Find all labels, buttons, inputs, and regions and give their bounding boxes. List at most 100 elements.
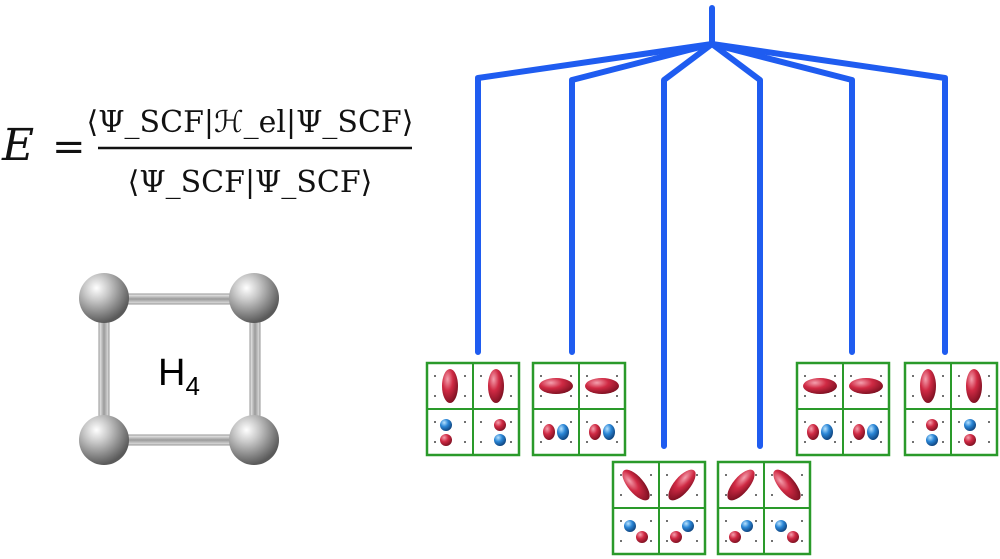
grid-point (725, 474, 727, 476)
grid-point (942, 421, 944, 423)
blue-lobe (964, 419, 976, 431)
equation-lhs: E (1, 120, 34, 171)
grid-point (570, 375, 572, 377)
red-lobe (622, 469, 650, 501)
tree-branch (475, 41, 715, 355)
tree-branch (709, 41, 763, 449)
orbital-cell (725, 520, 757, 543)
orbital-cell (620, 520, 652, 543)
grid-point (850, 441, 852, 443)
grid-point (650, 520, 652, 522)
grid-point (616, 375, 618, 377)
grid-point (912, 395, 914, 397)
grid-point (804, 441, 806, 443)
grid-point (880, 441, 882, 443)
orbital-cell (725, 469, 757, 501)
orbital-cell (803, 375, 837, 397)
hydrogen-atom (229, 273, 279, 323)
orbital-cell (912, 419, 944, 446)
red-lobe (585, 378, 619, 394)
tree-branch (569, 41, 715, 355)
grid-point (540, 375, 542, 377)
blue-lobe (926, 434, 938, 446)
grid-point (958, 441, 960, 443)
red-lobe (589, 424, 601, 440)
grid-point (912, 421, 914, 423)
grid-point (586, 421, 588, 423)
orbital-cell (480, 419, 512, 446)
grid-point (696, 520, 698, 522)
grid-point (912, 441, 914, 443)
blue-lobe (440, 419, 452, 431)
orbital-cell (620, 469, 652, 501)
grid-point (650, 474, 652, 476)
orbital-panel-p2 (531, 361, 627, 457)
grid-point (988, 441, 990, 443)
red-lobe (636, 531, 648, 543)
grid-point (880, 395, 882, 397)
orbital-cell (804, 421, 836, 443)
grid-point (942, 441, 944, 443)
grid-point (725, 520, 727, 522)
grid-point (434, 375, 436, 377)
grid-point (570, 395, 572, 397)
grid-point (801, 474, 803, 476)
red-lobe (773, 469, 801, 501)
grid-point (464, 375, 466, 377)
grid-point (434, 421, 436, 423)
grid-point (850, 395, 852, 397)
blue-lobe (741, 520, 753, 532)
grid-point (958, 421, 960, 423)
grid-point (804, 375, 806, 377)
orbital-cell (958, 419, 990, 446)
grid-point (696, 494, 698, 496)
orbital-cell (434, 419, 466, 446)
grid-point (725, 540, 727, 542)
red-lobe (488, 369, 504, 403)
grid-point (834, 375, 836, 377)
blue-lobe (775, 520, 787, 532)
red-lobe (670, 531, 682, 543)
orbital-panel-p4 (716, 460, 812, 556)
grid-point (755, 520, 757, 522)
grid-point (666, 540, 668, 542)
grid-point (510, 375, 512, 377)
grid-point (480, 375, 482, 377)
grid-point (988, 421, 990, 423)
grid-point (850, 375, 852, 377)
equation-numerator: ⟨Ψ_SCF|ℋ_el|Ψ_SCF⟩ (87, 105, 414, 140)
grid-point (464, 421, 466, 423)
grid-point (480, 395, 482, 397)
orbital-cell (771, 469, 803, 501)
grid-point (771, 540, 773, 542)
grid-point (586, 375, 588, 377)
grid-point (586, 395, 588, 397)
red-lobe (727, 469, 755, 501)
grid-point (650, 540, 652, 542)
grid-point (620, 474, 622, 476)
grid-point (834, 421, 836, 423)
red-lobe (440, 434, 452, 446)
orbital-cell (585, 375, 619, 397)
grid-point (570, 421, 572, 423)
grid-point (755, 474, 757, 476)
grid-point (620, 494, 622, 496)
orbital-cell (540, 421, 572, 443)
molecule-label-subscript: 4 (185, 371, 199, 401)
orbital-panel-p6 (903, 361, 999, 457)
grid-point (834, 395, 836, 397)
molecule-label-symbol: H (158, 352, 185, 394)
blue-lobe (624, 520, 636, 532)
orbital-cell (666, 469, 698, 501)
red-lobe (494, 419, 506, 431)
grid-point (696, 474, 698, 476)
grid-point (801, 520, 803, 522)
red-lobe (787, 531, 799, 543)
grid-point (850, 421, 852, 423)
red-lobe (920, 369, 936, 403)
energy-equation: E = ⟨Ψ_SCF|ℋ_el|Ψ_SCF⟩ ⟨Ψ_SCF|Ψ_SCF⟩ (1, 105, 413, 200)
orbital-cell (586, 421, 618, 443)
blue-lobe (867, 424, 879, 440)
grid-point (510, 421, 512, 423)
grid-point (586, 441, 588, 443)
